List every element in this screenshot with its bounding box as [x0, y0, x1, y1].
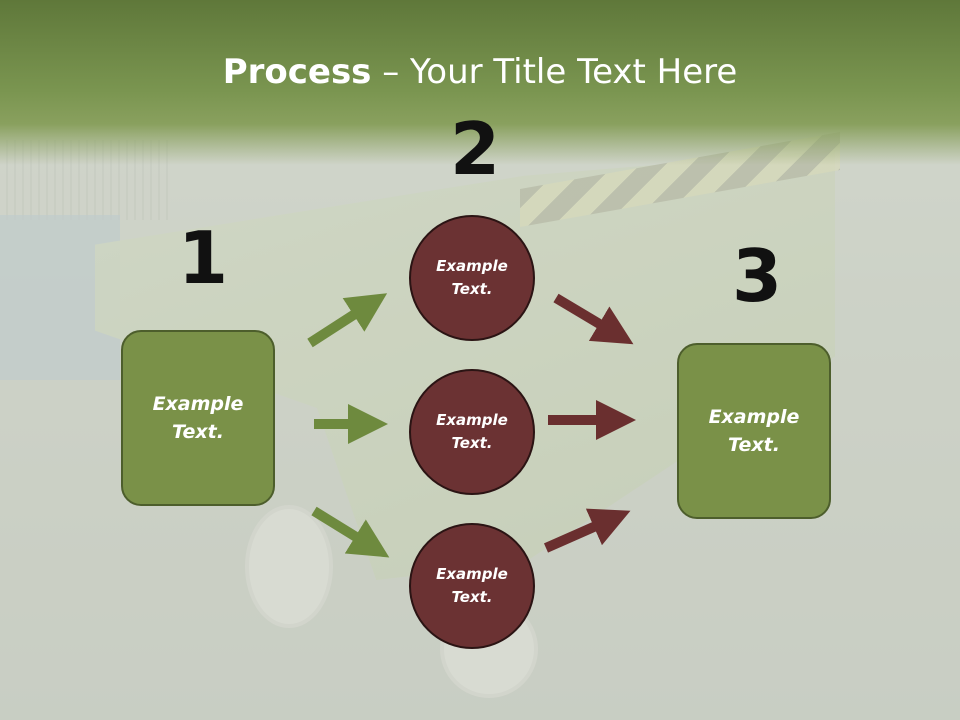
arrow-green-up [307, 293, 388, 348]
slide-title: Process – Your Title Text Here [0, 52, 960, 92]
arrow-maroon-down [553, 293, 634, 345]
step-number-2: 2 [450, 107, 501, 191]
arrow-maroon-up [543, 508, 631, 553]
arrow-green-down [311, 506, 390, 558]
step-number-1: 1 [178, 216, 229, 300]
title-band [0, 0, 960, 165]
title-rest: – Your Title Text Here [371, 52, 738, 92]
title-bold: Process [222, 52, 372, 92]
step-number-3: 3 [732, 234, 783, 318]
